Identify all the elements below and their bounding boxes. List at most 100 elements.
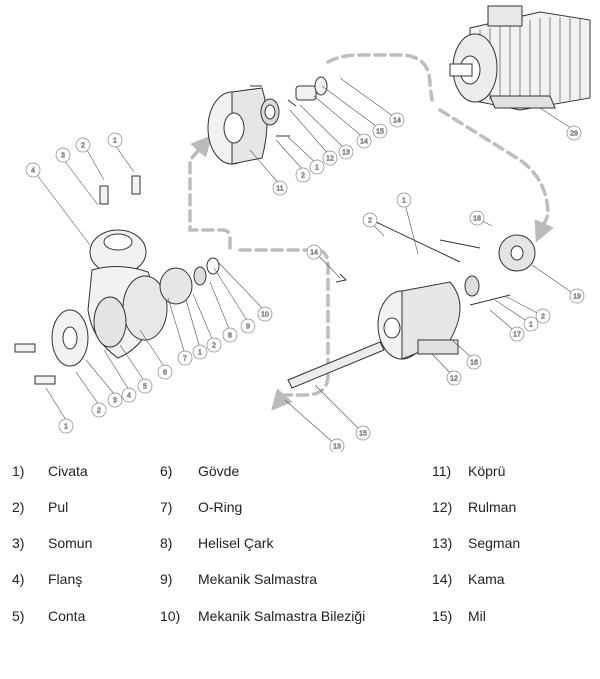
- legend-item-label: Gövde: [198, 463, 240, 479]
- svg-text:4: 4: [127, 393, 131, 400]
- callout-3a: 3: [55, 147, 71, 163]
- svg-text:8: 8: [228, 333, 232, 340]
- svg-text:15: 15: [376, 129, 384, 136]
- svg-text:10: 10: [261, 312, 269, 319]
- legend-item-number: 7): [160, 499, 173, 515]
- callout-1c: 1: [192, 344, 208, 360]
- callout-12a: 12: [322, 150, 338, 166]
- svg-text:3: 3: [113, 398, 117, 405]
- callout-4b: 4: [121, 387, 137, 403]
- svg-text:17: 17: [513, 332, 521, 339]
- svg-text:2: 2: [541, 314, 545, 321]
- pump-volute-assembly: [14, 175, 220, 385]
- svg-text:1: 1: [402, 198, 406, 205]
- legend-item-number: 6): [160, 463, 173, 479]
- callout-6: 6: [157, 364, 173, 380]
- svg-text:1: 1: [315, 165, 319, 172]
- callout-7: 7: [177, 350, 193, 366]
- svg-text:9: 9: [246, 324, 250, 331]
- callout-29: 29: [566, 125, 582, 141]
- svg-text:14: 14: [310, 250, 318, 257]
- legend-item-number: 2): [12, 499, 25, 515]
- svg-text:1: 1: [64, 424, 68, 431]
- callout-1d: 1: [309, 159, 325, 175]
- svg-text:14: 14: [393, 118, 401, 125]
- callout-2b: 2: [91, 402, 107, 418]
- callout-1f: 1: [523, 316, 539, 332]
- legend-item-label: Rulman: [468, 499, 517, 515]
- callout-5: 5: [137, 378, 153, 394]
- svg-text:4: 4: [31, 168, 35, 175]
- callout-1b: 1: [58, 418, 74, 434]
- legend-item-number: 13): [432, 535, 453, 551]
- exploded-pump-diagram: 1 2 3 4 1 2 3 4 5 6 7 1 2 8 9 10 11 2 1 …: [14, 5, 591, 452]
- svg-text:1: 1: [113, 138, 117, 145]
- legend-item-number: 9): [160, 571, 173, 587]
- callout-2c: 2: [206, 337, 222, 353]
- legend-item-number: 5): [12, 608, 25, 624]
- callout-10: 10: [257, 306, 273, 322]
- electric-motor: [449, 5, 591, 111]
- callout-11: 11: [272, 180, 288, 196]
- legend-item-label: Pul: [48, 499, 69, 515]
- legend-item-number: 12): [432, 499, 453, 515]
- callout-14c: 14: [306, 244, 322, 260]
- callout-13b: 13: [329, 438, 345, 452]
- legend-item-label: Kama: [468, 571, 505, 587]
- svg-text:16: 16: [470, 360, 478, 367]
- legend-item-number: 14): [432, 571, 453, 587]
- callout-14b: 14: [389, 112, 405, 128]
- callout-leaders: [36, 77, 575, 447]
- svg-text:7: 7: [183, 356, 187, 363]
- callout-2e: 2: [362, 212, 378, 228]
- legend-item-label: Mekanik Salmastra Bileziği: [198, 608, 366, 624]
- callout-17: 17: [509, 326, 525, 342]
- legend-item-label: Helisel Çark: [198, 535, 274, 551]
- svg-text:1: 1: [529, 322, 533, 329]
- callout-13a: 13: [338, 144, 354, 160]
- callout-15b: 15: [355, 425, 371, 441]
- legend-item-label: Conta: [48, 608, 86, 624]
- svg-text:2: 2: [301, 173, 305, 180]
- legend-item-number: 4): [12, 571, 25, 587]
- callout-1e: 1: [396, 192, 412, 208]
- svg-text:2: 2: [97, 408, 101, 415]
- legend-item-label: Segman: [468, 535, 521, 551]
- callout-2f: 2: [535, 308, 551, 324]
- legend-item-label: Mekanik Salmastra: [198, 571, 318, 587]
- svg-text:13: 13: [333, 444, 341, 451]
- svg-text:29: 29: [570, 131, 578, 138]
- svg-text:1: 1: [198, 350, 202, 357]
- svg-text:2: 2: [81, 143, 85, 150]
- callout-18: 18: [469, 210, 485, 226]
- callout-14a: 14: [356, 133, 372, 149]
- svg-text:2: 2: [368, 218, 372, 225]
- callout-2d: 2: [295, 167, 311, 183]
- callout-16: 16: [466, 354, 482, 370]
- svg-text:14: 14: [360, 139, 368, 146]
- bracket-assembly: [207, 76, 328, 165]
- legend-item-number: 11): [432, 463, 452, 479]
- legend-item-label: Civata: [48, 463, 88, 479]
- callout-9: 9: [240, 318, 256, 334]
- legend-item-label: O-Ring: [198, 499, 243, 515]
- legend-item-number: 15): [432, 608, 453, 624]
- svg-text:5: 5: [143, 384, 147, 391]
- svg-text:6: 6: [163, 370, 167, 377]
- callout-19: 19: [569, 288, 585, 304]
- legend-item-number: 10): [160, 608, 181, 624]
- legend-item-number: 8): [160, 535, 173, 551]
- svg-text:15: 15: [359, 431, 367, 438]
- legend-item-label: Köprü: [468, 463, 506, 479]
- callout-3b: 3: [107, 392, 123, 408]
- svg-text:13: 13: [342, 150, 350, 157]
- callout-8: 8: [222, 327, 238, 343]
- shaft-bearing-assembly: [287, 221, 536, 389]
- callout-1a: 1: [107, 132, 123, 148]
- callout-15a: 15: [372, 123, 388, 139]
- legend-item-number: 1): [12, 463, 25, 479]
- legend-item-number: 3): [12, 535, 25, 551]
- legend-item-label: Mil: [468, 608, 486, 624]
- legend-item-label: Flanş: [48, 571, 83, 587]
